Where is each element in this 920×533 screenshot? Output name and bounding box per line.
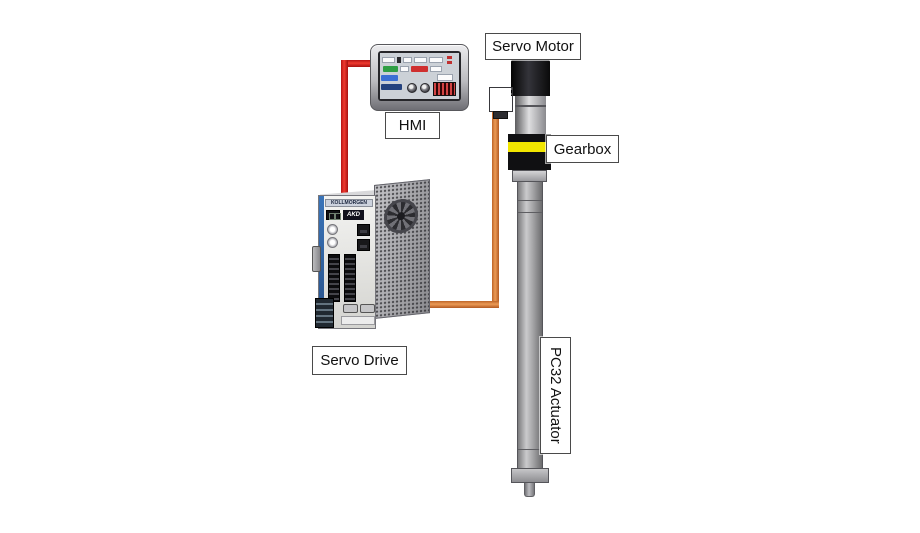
actuator-label: PC32 Actuator [540,337,571,454]
io-terminal-block [328,254,340,302]
power-terminal-block [315,298,334,328]
hmi-stop-button-graphic [411,66,428,72]
hmi-screen-frame [378,51,461,101]
gearbox-flange [512,170,547,182]
servo-drive-device: KOLLMORGEN AKD [312,179,432,330]
gearbox-label: Gearbox [546,135,619,163]
drive-seven-segment-display [326,210,341,220]
actuator-rod-tip [524,483,535,497]
servo-drive-label: Servo Drive [312,346,407,375]
hmi-indicator-led [447,61,452,64]
servo-motor-label: Servo Motor [485,33,581,60]
db9-connector [360,304,375,313]
actuator-base-cap [511,468,549,483]
hmi-screen-field [429,57,443,63]
rotary-switch-icon [327,237,338,248]
rotary-switch-icon [327,224,338,235]
hmi-screen-field [437,74,453,81]
servo-motor-neck [515,96,546,134]
dsub-connector [312,246,321,272]
hmi-start-button-graphic [383,66,398,72]
ethernet-port-icon [357,224,370,236]
hmi-screen-field [430,66,442,72]
drive-side-vents [374,179,430,319]
hmi-screen-field [382,57,395,63]
ethernet-port-icon [357,239,370,251]
display-digit [329,213,335,220]
drive-front-panel: KOLLMORGEN AKD [312,195,376,329]
drive-blue-strip [319,196,324,328]
drive-brand-label: KOLLMORGEN [325,199,373,207]
hmi-knob-icon [407,83,417,93]
hmi-label: HMI [385,112,440,139]
gearbox-yellow-band [508,142,551,152]
tube-seam [518,200,542,201]
tube-seam [518,449,542,450]
tube-seam [518,212,542,213]
motor-cable-connector-nut [493,111,508,119]
hmi-bar-meter-graphic [433,82,456,96]
motor-cable-connector [489,87,513,112]
servo-motor-body [511,59,550,96]
hmi-screen-selector-graphic [397,57,401,63]
db9-connector [343,304,358,313]
hmi-cable-horizontal [341,60,373,67]
io-terminal-block [344,254,356,302]
hmi-device [370,44,469,111]
drive-model-badge: AKD [343,210,364,220]
hmi-blue-button-graphic [381,75,398,81]
drive-bottom-label [341,316,375,325]
hmi-indicator-led [447,56,452,59]
fan-hub [397,211,405,221]
hmi-screen [380,53,459,99]
hmi-knob-icon [420,83,430,93]
hmi-screen-field [403,57,412,63]
hmi-cable-vertical [341,60,348,200]
fan-icon [384,197,418,235]
hmi-screen-field [414,57,427,63]
hmi-navy-banner-graphic [381,84,402,90]
display-digit [335,213,341,220]
actuator-tube [517,182,543,470]
motor-neck-band [515,105,546,107]
gearbox-device [508,134,551,170]
hmi-screen-field [400,66,409,72]
motor-cable-vertical [492,112,499,308]
